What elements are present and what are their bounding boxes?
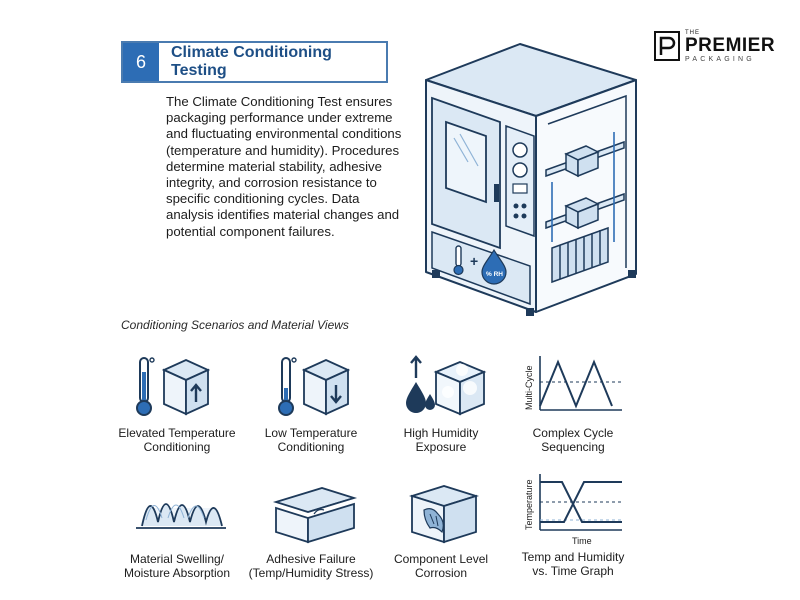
adhesive-label-2: (Temp/Humidity Stress) bbox=[248, 566, 374, 580]
temp-humidity-ylabel: Temperature bbox=[524, 479, 534, 530]
adhesive-failure-icon bbox=[272, 487, 358, 544]
logo-mark-icon bbox=[654, 31, 680, 61]
card-adhesive-failure: Adhesive Failure (Temp/Humidity Stress) bbox=[236, 478, 386, 580]
complex-cycle-label-1: Complex Cycle bbox=[532, 426, 614, 440]
elevated-temperature-icon bbox=[136, 357, 211, 416]
high-humidity-label-2: Exposure bbox=[415, 440, 467, 454]
high-humidity-icon bbox=[406, 355, 487, 416]
intro-paragraph: The Climate Conditioning Test ensures pa… bbox=[166, 94, 402, 239]
swelling-label-2: Moisture Absorption bbox=[123, 566, 231, 580]
temp-humidity-label-2: vs. Time Graph bbox=[532, 564, 614, 578]
corrosion-label-2: Corrosion bbox=[414, 566, 468, 580]
card-high-humidity: High Humidity Exposure bbox=[366, 352, 516, 454]
page-title: Climate Conditioning Testing bbox=[171, 44, 332, 79]
low-temp-label-2: Conditioning bbox=[277, 440, 345, 454]
brand-logo: THE PREMIER PACKAGING bbox=[654, 28, 776, 64]
complex-cycle-label-2: Sequencing bbox=[541, 440, 605, 454]
card-temp-humidity-graph: Temperature Time Temp and Humidity vs. T… bbox=[498, 470, 648, 578]
temp-humidity-label-1: Temp and Humidity bbox=[521, 550, 625, 564]
low-temperature-icon bbox=[278, 357, 351, 416]
temp-humidity-xlabel: Time bbox=[572, 536, 592, 546]
card-material-swelling: Material Swelling/ Moisture Absorption bbox=[102, 478, 252, 580]
section-header: 6 Climate Conditioning Testing bbox=[121, 41, 388, 83]
swelling-label-1: Material Swelling/ bbox=[129, 552, 225, 566]
temp-humidity-graph-icon: Temperature Time bbox=[524, 474, 622, 546]
card-component-corrosion: Component Level Corrosion bbox=[366, 478, 516, 580]
chamber-humidity-badge: % RH bbox=[486, 271, 503, 278]
logo-name: PREMIER bbox=[685, 34, 776, 56]
section-number: 6 bbox=[123, 43, 159, 81]
material-swelling-icon bbox=[136, 503, 226, 529]
corrosion-label-1: Component Level bbox=[393, 552, 489, 566]
card-complex-cycle: Multi-Cycle Complex Cycle Sequencing bbox=[498, 352, 648, 454]
card-low-temperature: Low Temperature Conditioning bbox=[236, 352, 386, 454]
complex-cycle-axis-label: Multi-Cycle bbox=[524, 365, 534, 410]
logo-subtitle: PACKAGING bbox=[685, 55, 755, 63]
logo-the: THE bbox=[685, 29, 700, 36]
elevated-temp-label-1: Elevated Temperature bbox=[118, 426, 236, 440]
component-corrosion-icon bbox=[408, 485, 480, 544]
low-temp-label-1: Low Temperature bbox=[264, 426, 358, 440]
card-elevated-temperature: Elevated Temperature Conditioning bbox=[102, 352, 252, 454]
adhesive-label-1: Adhesive Failure bbox=[266, 552, 356, 566]
section-caption: Conditioning Scenarios and Material View… bbox=[121, 318, 349, 332]
high-humidity-label-1: High Humidity bbox=[403, 426, 479, 440]
complex-cycle-graph-icon: Multi-Cycle bbox=[524, 356, 622, 411]
elevated-temp-label-2: Conditioning bbox=[143, 440, 211, 454]
chamber-plus-sign: + bbox=[470, 253, 478, 269]
climate-chamber-illustration: + % RH bbox=[425, 43, 637, 316]
